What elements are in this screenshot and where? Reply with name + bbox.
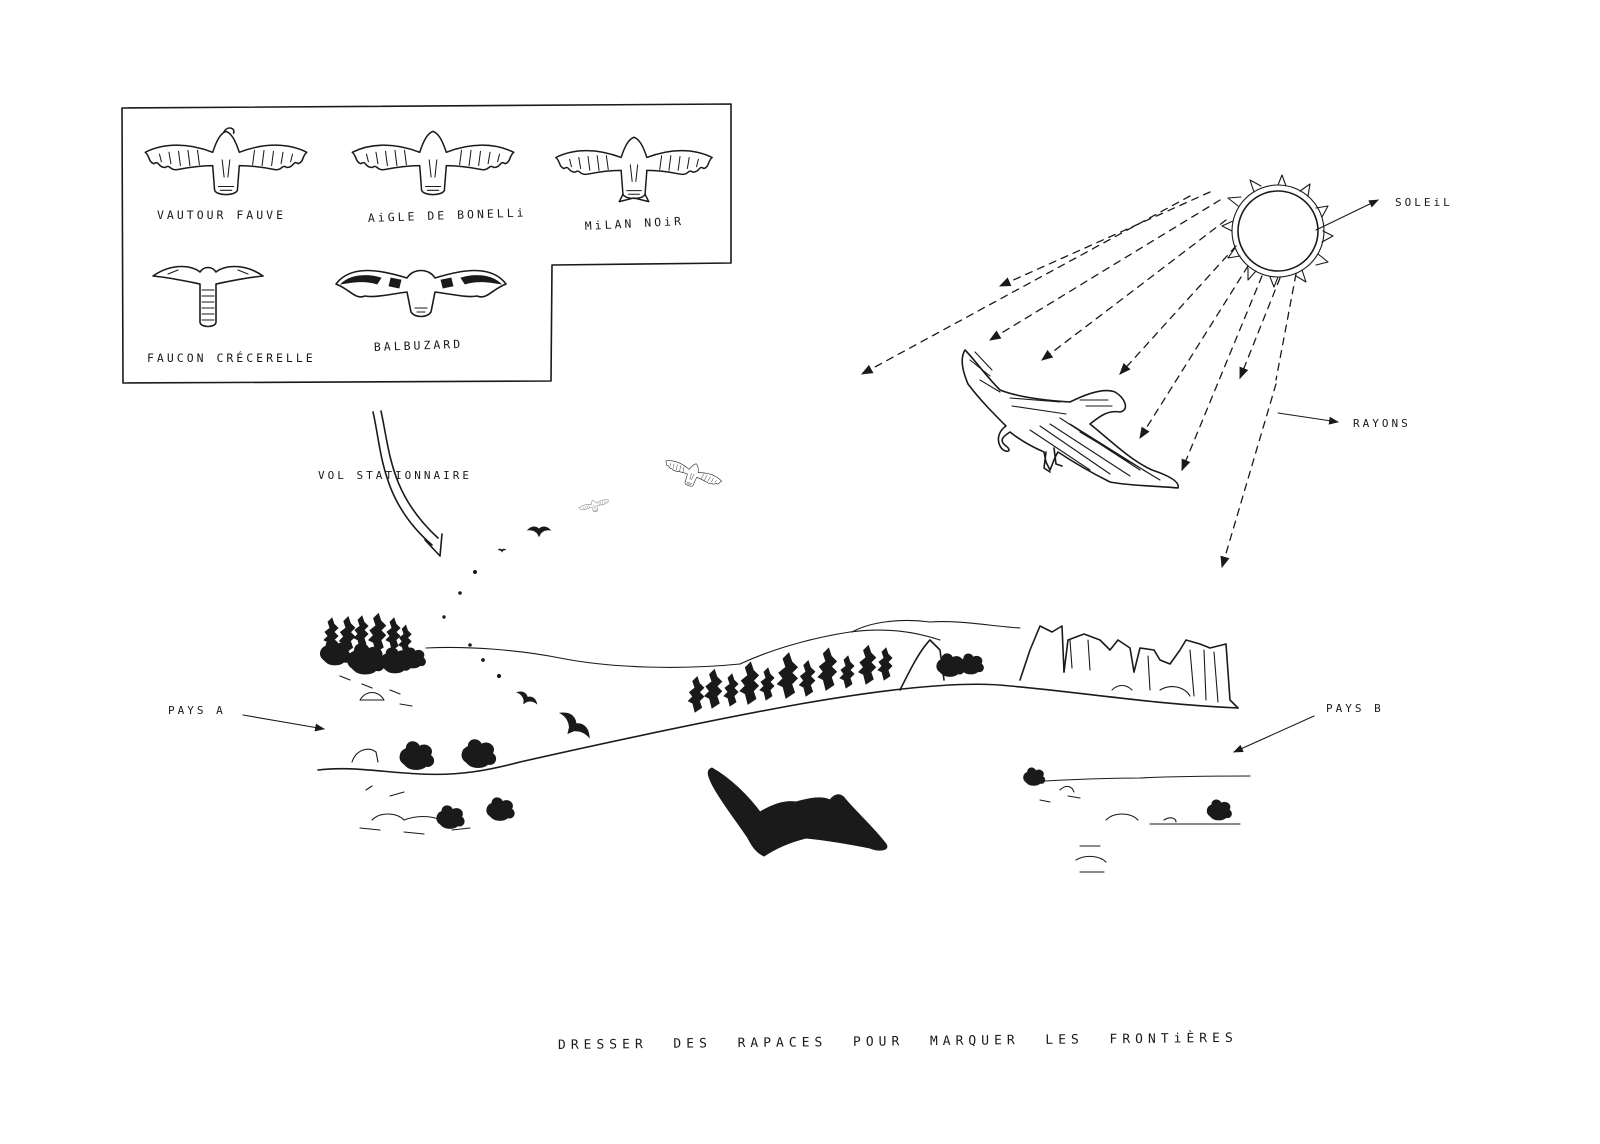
- raptor-descent-trail: [442, 453, 725, 746]
- ridge-shrubs: [687, 645, 984, 713]
- legend-label-kestrel: FAUCON CRÉCERELLE: [147, 350, 316, 365]
- left-shrubland: [319, 613, 426, 707]
- illustration-caption: DRESSER DES RAPACES POUR MARQUER LES FRO…: [558, 1030, 1238, 1053]
- hover-flight-label: VOL STATIONNAIRE: [318, 469, 472, 482]
- sun-rays: [860, 191, 1297, 569]
- raptor-landing-small-icon: [513, 689, 539, 710]
- country-a-arrow: [242, 714, 325, 732]
- rays-label-arrow: [1277, 412, 1339, 425]
- bonellis-eagle-icon: [351, 130, 515, 196]
- raptor-small-icon: [527, 526, 551, 537]
- legend-label-osprey: BALBUZARD: [374, 337, 464, 354]
- raptor-mid-icon: [577, 496, 611, 516]
- legend-label-black-kite: MiLAN NOiR: [584, 214, 684, 233]
- raptor-landing-icon: [553, 708, 593, 746]
- kestrel-icon: [152, 265, 264, 328]
- landscape: [317, 613, 1251, 873]
- foreground-right: [1023, 767, 1251, 873]
- raptor-high-icon: [660, 453, 725, 497]
- sun-label-arrow: [1315, 199, 1379, 231]
- rays-label: RAYONS: [1353, 417, 1411, 430]
- country-b-arrow: [1233, 715, 1315, 753]
- osprey-icon: [335, 269, 507, 318]
- hover-flight-arrow: [372, 410, 443, 557]
- large-raptor-icon: [961, 349, 1179, 489]
- foreground-left: [351, 739, 515, 835]
- griffon-vulture-icon: [144, 127, 308, 196]
- species-legend-box: VAUTOUR FAUVE AiGLE DE BONELLi MiLAN NOi…: [121, 103, 732, 384]
- country-a-label: PAYS A: [168, 704, 226, 717]
- black-kite-icon: [555, 136, 713, 203]
- sun-icon: [1221, 174, 1334, 288]
- sun-label: SOLEiL: [1395, 196, 1453, 209]
- raptor-shadow-icon: [707, 767, 888, 857]
- legend-label-bonellis-eagle: AiGLE DE BONELLi: [368, 205, 527, 225]
- country-b-label: PAYS B: [1326, 702, 1384, 715]
- legend-label-griffon-vulture: VAUTOUR FAUVE: [157, 208, 286, 222]
- raptor-tiny-icon: [497, 548, 507, 553]
